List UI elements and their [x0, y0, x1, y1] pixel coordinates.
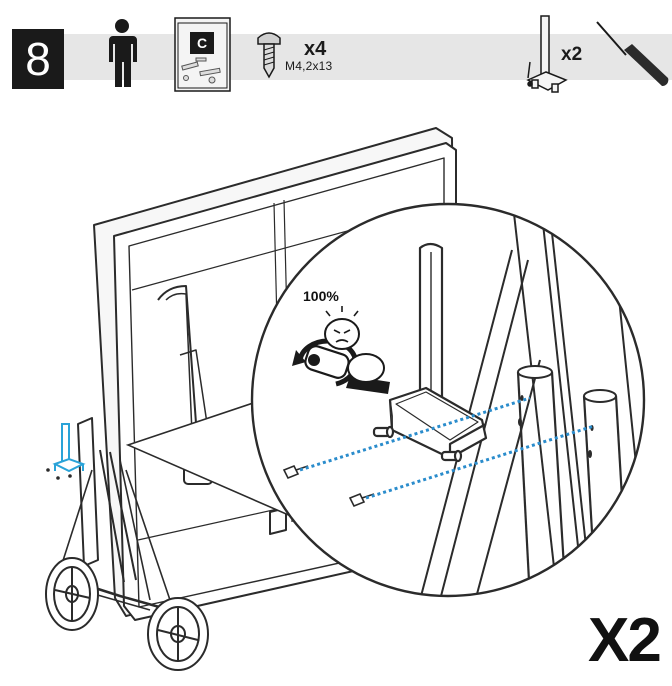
- screw-quantity: x4: [304, 38, 327, 60]
- highlighted-bracket: [52, 423, 86, 473]
- bag-letter: C: [196, 35, 208, 51]
- torque-arrow-icon: [292, 306, 390, 394]
- wheel-right: [147, 597, 209, 671]
- guide-lines: [299, 396, 595, 500]
- person-icon: [109, 19, 137, 87]
- part-quantity: x2: [561, 44, 583, 65]
- header-band: [64, 34, 672, 80]
- torque-label: 100%: [303, 288, 339, 304]
- small-screws: [46, 468, 72, 480]
- parts-bag-icon: [174, 17, 231, 92]
- screw-icon: [257, 32, 281, 79]
- screwdriver-icon: [596, 21, 669, 87]
- leg-bracket-icon: [526, 15, 568, 93]
- bracket-detail: [372, 242, 488, 463]
- wheel-left: [45, 557, 99, 631]
- detail-screws: [282, 464, 375, 508]
- repeat-count: X2: [588, 606, 662, 675]
- step-number: 8: [12, 29, 64, 89]
- screw-spec: M4,2x13: [285, 59, 333, 73]
